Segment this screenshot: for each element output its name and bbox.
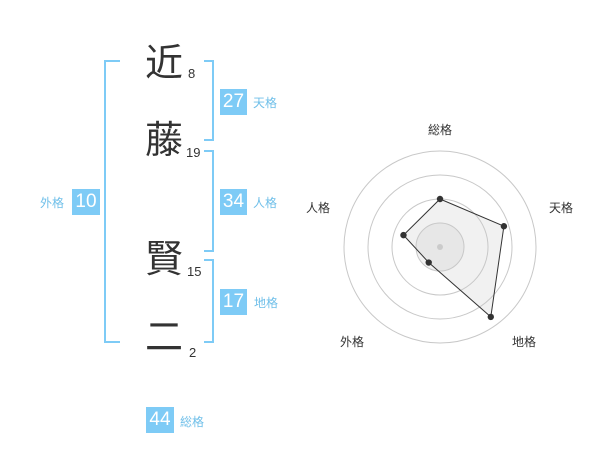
- chikaku-label: 地格: [254, 296, 279, 310]
- gaikaku-bracket: [104, 60, 120, 343]
- stroke-count-1: 8: [188, 66, 196, 81]
- tenkaku-value: 27: [220, 89, 247, 115]
- name-char-2: 藤: [144, 118, 183, 162]
- radar-axis-label-chikaku: 地格: [511, 335, 536, 349]
- jinkaku-label: 人格: [253, 196, 278, 210]
- tenkaku-label: 天格: [253, 96, 278, 110]
- radar-axis-label-tenkaku: 天格: [548, 201, 573, 215]
- soukaku-label: 総格: [180, 415, 205, 429]
- radar-chart: [343, 150, 537, 344]
- name-char-3: 賢: [144, 237, 183, 281]
- jinkaku-bracket: [204, 150, 214, 252]
- stroke-count-4: 2: [189, 345, 197, 360]
- chikaku-bracket: [204, 259, 214, 343]
- radar-ring: [343, 150, 537, 344]
- radar-point-4: [425, 259, 432, 266]
- radar-axis-label-jinkaku: 人格: [305, 201, 330, 215]
- gaikaku-label: 外格: [40, 196, 65, 210]
- jinkaku-value: 34: [220, 189, 247, 215]
- gaikaku-value: 10: [72, 189, 100, 215]
- radar-point-1: [436, 195, 444, 203]
- radar-ring: [367, 174, 513, 320]
- tenkaku-bracket: [204, 60, 214, 141]
- radar-axis-label-soukaku: 総格: [427, 123, 452, 137]
- stroke-count-2: 19: [186, 145, 201, 160]
- radar-point-5: [400, 231, 407, 239]
- name-char-1: 近: [144, 41, 183, 85]
- radar-axis-label-gaikaku: 外格: [339, 335, 364, 349]
- radar-point-2: [500, 223, 508, 230]
- radar-area: [402, 198, 505, 318]
- chikaku-value: 17: [220, 289, 247, 315]
- soukaku-value: 44: [146, 407, 174, 433]
- name-char-4: 二: [144, 315, 183, 359]
- radar-center: [437, 244, 443, 250]
- stroke-count-3: 15: [187, 264, 202, 279]
- radar-point-3: [487, 313, 494, 321]
